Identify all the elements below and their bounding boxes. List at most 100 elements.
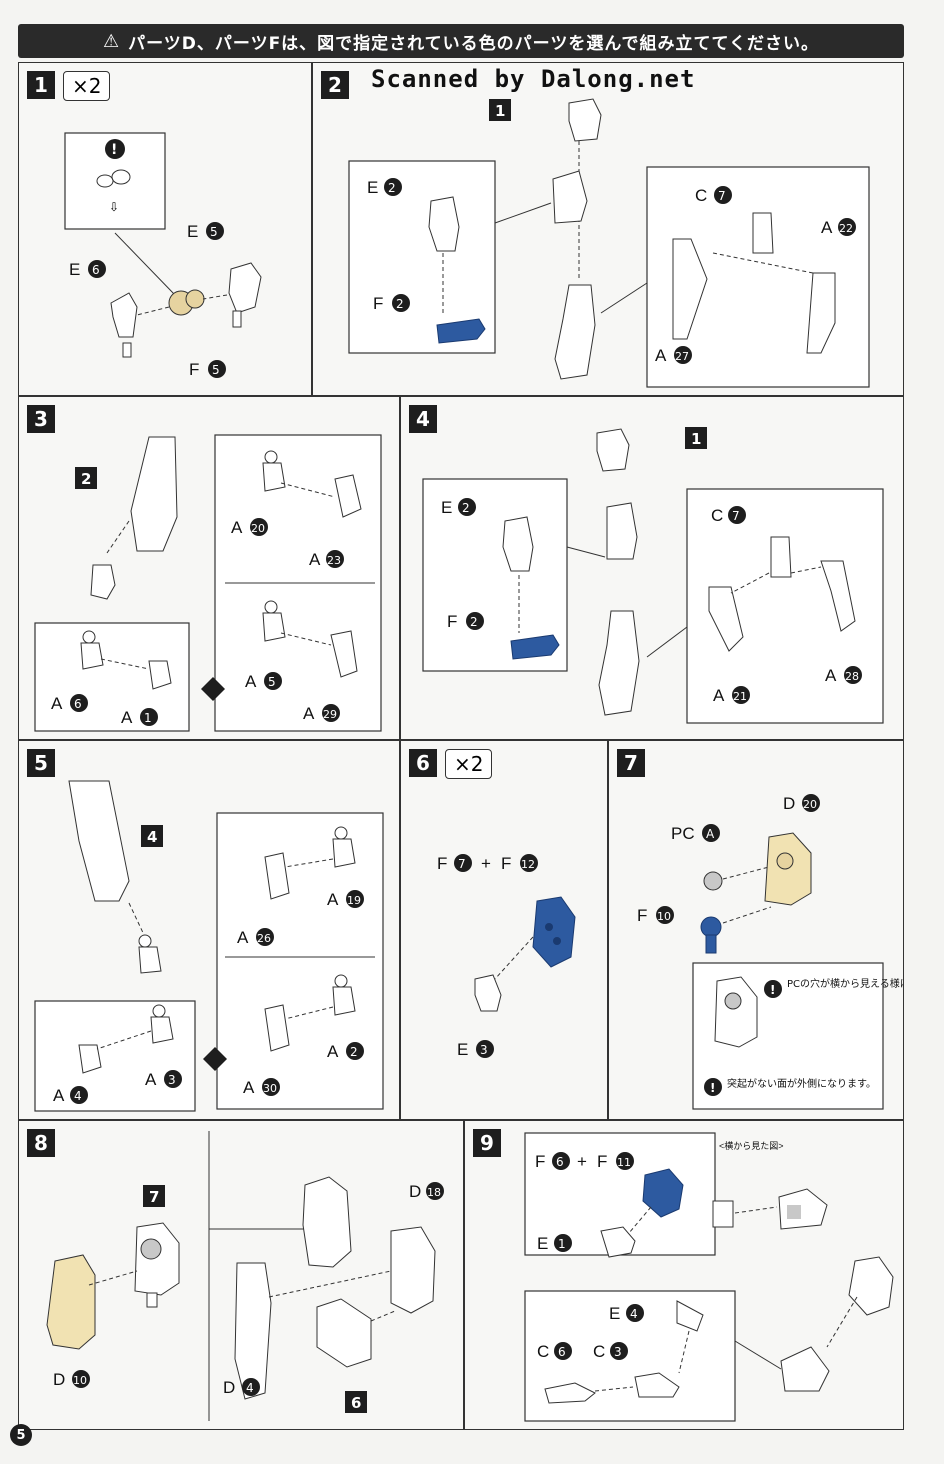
svg-text:A: A (825, 666, 837, 685)
svg-text:E: E (367, 178, 378, 197)
step-9-diagram: F 6 + F 11 E 1 <横から見た図> E 4 C 6 C 3 (524, 1132, 894, 1422)
step-number: 1 (27, 71, 55, 99)
svg-text:突起がない面が外側になります。: 突起がない面が外側になります。 (727, 1077, 876, 1090)
step-8-panel: 8 7 D 10 D 18 D 4 6 (18, 1120, 464, 1430)
instruction-banner: ⚠ パーツD、パーツFは、図で指定されている色のパーツを選んで組み立ててください… (18, 24, 904, 58)
svg-text:20: 20 (803, 798, 817, 811)
svg-text:10: 10 (73, 1374, 87, 1387)
svg-text:5: 5 (268, 675, 276, 689)
svg-text:21: 21 (733, 690, 747, 703)
svg-text:D: D (783, 794, 795, 813)
page-number: 5 (10, 1424, 32, 1446)
svg-text:29: 29 (323, 708, 337, 721)
svg-text:26: 26 (257, 932, 271, 945)
step-1-panel: 1 ×2 ! ⇩ E 6 E 5 F 5 (18, 62, 312, 396)
step-2-diagram: 1 E 2 F 2 C 7 A 22 A 27 (348, 98, 870, 388)
svg-text:12: 12 (521, 858, 535, 871)
svg-text:F: F (597, 1152, 607, 1171)
svg-text:F: F (637, 906, 647, 925)
step-4-diagram: 1 E 2 F 2 C 7 A 21 A 28 (422, 427, 884, 724)
svg-text:F: F (535, 1152, 545, 1171)
svg-text:E: E (69, 260, 80, 279)
svg-text:2: 2 (470, 615, 478, 629)
step-8-diagram: 7 D 10 D 18 D 4 6 (46, 1131, 444, 1421)
watermark: Scanned by Dalong.net (371, 65, 696, 93)
svg-text:A: A (655, 346, 667, 365)
svg-text:A: A (53, 1086, 65, 1105)
step-7-diagram: D 20 PC A F 10 ! PCの穴が横から見える様にします。 ! 突起が… (637, 794, 904, 1110)
svg-text:4: 4 (246, 1381, 254, 1395)
svg-text:1: 1 (691, 430, 701, 448)
svg-text:A: A (243, 1078, 255, 1097)
svg-text:A: A (237, 928, 249, 947)
step-number: 3 (27, 405, 55, 433)
step-number: 9 (473, 1129, 501, 1157)
svg-text:E: E (457, 1040, 468, 1059)
svg-text:!: ! (770, 983, 775, 997)
step-7-panel: 7 D 20 PC A F 10 ! PCの穴が横から見える様にします。 ! 突… (608, 740, 904, 1120)
svg-text:A: A (145, 1070, 157, 1089)
svg-text:5: 5 (210, 225, 218, 239)
svg-text:18: 18 (427, 1186, 441, 1199)
svg-text:3: 3 (168, 1073, 176, 1087)
svg-text:4: 4 (630, 1307, 638, 1321)
svg-text:4: 4 (74, 1089, 82, 1103)
svg-text:1: 1 (558, 1237, 566, 1251)
step-3-diagram: 2 A 20 A 23 A 5 A 29 A 6 A 1 (34, 434, 382, 732)
svg-text:A: A (327, 890, 339, 909)
svg-text:F: F (373, 294, 383, 313)
svg-text:A: A (51, 694, 63, 713)
step-4-panel: 4 1 E 2 F 2 C 7 A 21 A 28 (400, 396, 904, 740)
svg-text:2: 2 (350, 1045, 358, 1059)
svg-text:C: C (593, 1342, 605, 1361)
banner-text: パーツD、パーツFは、図で指定されている色のパーツを選んで組み立ててください。 (128, 33, 819, 54)
svg-text:7: 7 (458, 857, 466, 871)
step-9-panel: 9 F 6 + F 11 E 1 <横から見た図> E 4 C 6 C 3 (464, 1120, 904, 1430)
step-5-panel: 5 4 A 19 A 26 A 2 A 30 A 4 (18, 740, 400, 1120)
svg-text:F: F (437, 854, 447, 873)
step-number: 8 (27, 1129, 55, 1157)
step-3-panel: 3 2 A 20 A 23 A 5 A 29 A 6 A (18, 396, 400, 740)
svg-text:D: D (409, 1182, 421, 1201)
svg-text:PCの穴が横から見える様にします。: PCの穴が横から見える様にします。 (787, 977, 904, 990)
warning-icon: ⚠ (103, 30, 121, 52)
step-6-diagram: F 7 + F 12 E 3 (437, 854, 576, 1059)
svg-text:6: 6 (74, 697, 82, 711)
svg-text:28: 28 (845, 670, 859, 683)
exclamation-icon (105, 139, 125, 159)
svg-text:A: A (303, 704, 315, 723)
svg-text:!: ! (111, 142, 117, 158)
svg-text:30: 30 (263, 1082, 277, 1095)
svg-text:20: 20 (251, 522, 265, 535)
svg-text:C: C (711, 506, 723, 525)
svg-text:A: A (231, 518, 243, 537)
svg-text:E: E (609, 1304, 620, 1323)
svg-text:1: 1 (495, 102, 505, 120)
svg-text:7: 7 (718, 189, 726, 203)
svg-text:A: A (121, 708, 133, 727)
svg-text:2: 2 (462, 501, 470, 515)
svg-text:F: F (189, 360, 199, 379)
svg-text:2: 2 (388, 181, 396, 195)
svg-text:C: C (695, 186, 707, 205)
step-number: 5 (27, 749, 55, 777)
svg-text:7: 7 (149, 1188, 159, 1206)
arrow-down-icon: ⇩ (109, 200, 119, 214)
svg-text:3: 3 (614, 1345, 622, 1359)
svg-text:A: A (713, 686, 725, 705)
step-number: 6 (409, 749, 437, 777)
svg-text:6: 6 (558, 1345, 566, 1359)
svg-text:F: F (501, 854, 511, 873)
svg-text:2: 2 (396, 297, 404, 311)
svg-text:6: 6 (92, 263, 100, 277)
step-5-diagram: 4 A 19 A 26 A 2 A 30 A 4 A 3 (34, 780, 384, 1112)
svg-text:+: + (481, 854, 491, 873)
svg-text:6: 6 (556, 1155, 564, 1169)
svg-text:1: 1 (144, 711, 152, 725)
svg-text:+: + (577, 1152, 587, 1171)
svg-text:4: 4 (147, 828, 157, 846)
svg-text:PC: PC (671, 824, 695, 843)
svg-text:A: A (706, 827, 715, 841)
svg-text:<横から見た図>: <横から見た図> (719, 1140, 784, 1151)
svg-text:2: 2 (81, 470, 91, 488)
